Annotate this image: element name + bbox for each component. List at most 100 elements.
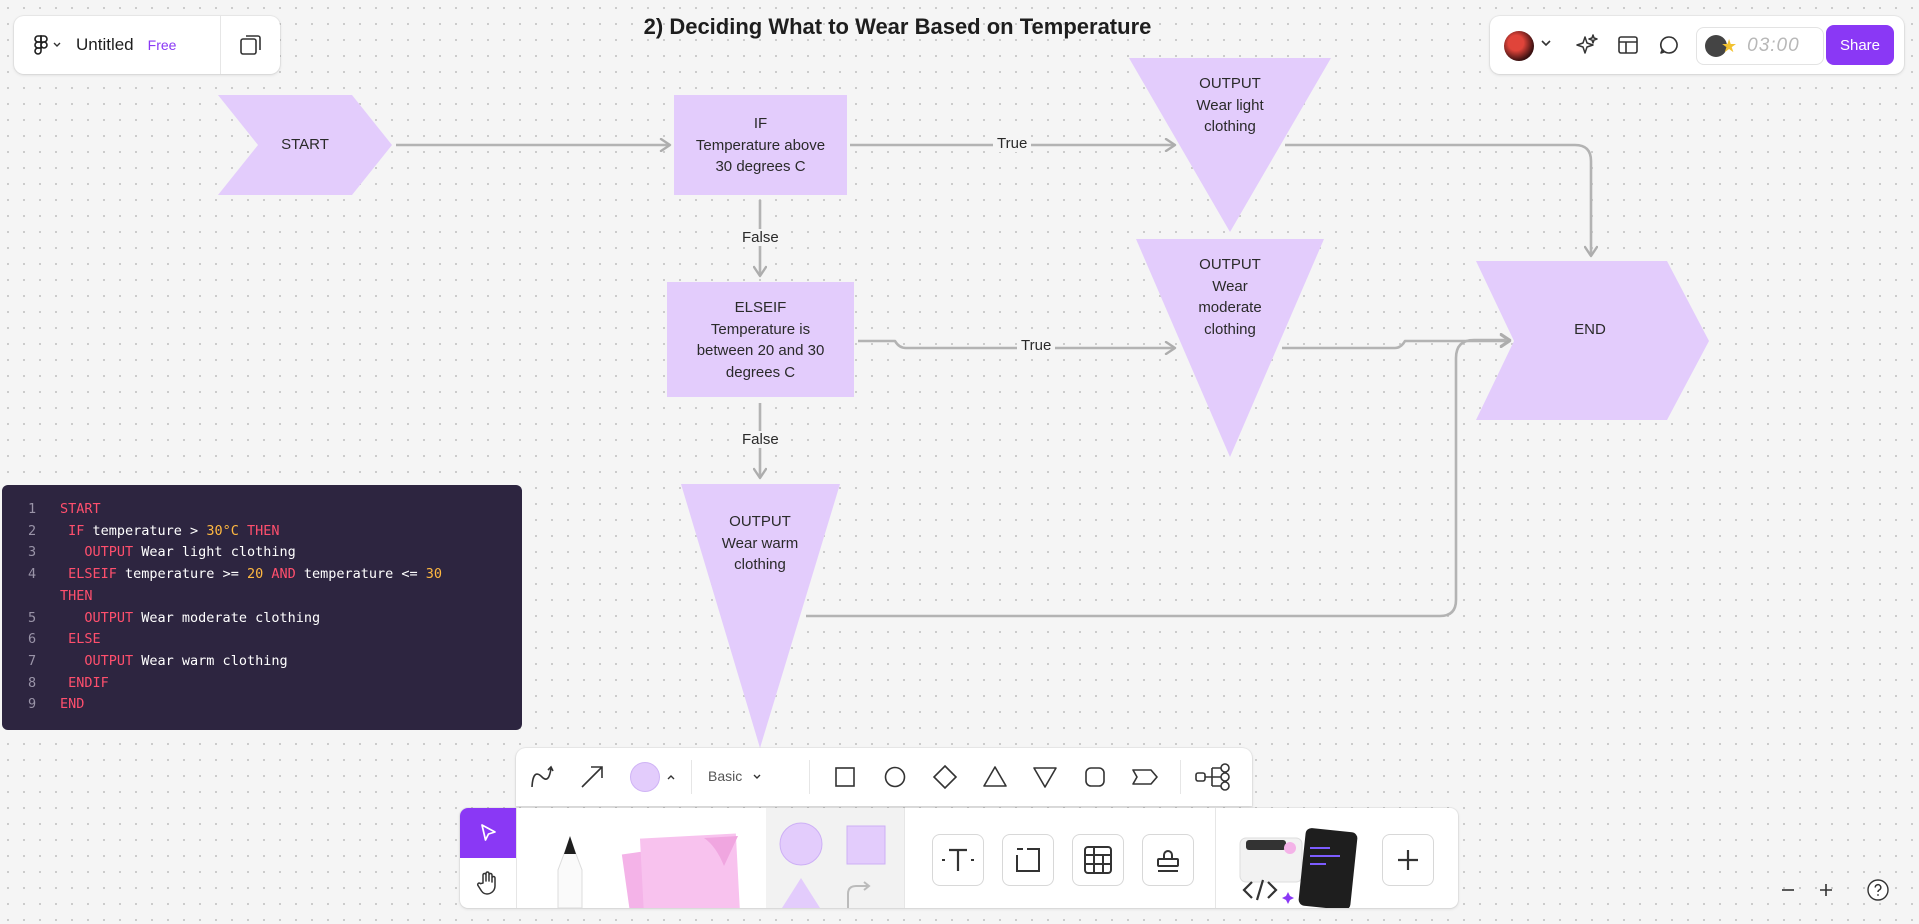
flow-diagram-icon <box>1195 763 1230 791</box>
connector-light-to-end[interactable] <box>1285 143 1591 256</box>
comments-button[interactable] <box>1656 32 1682 58</box>
comment-icon <box>1660 36 1678 54</box>
triangle-shape-button[interactable] <box>979 761 1011 793</box>
plan-badge[interactable]: Free <box>147 37 177 53</box>
chevron-down-icon[interactable] <box>1540 38 1552 48</box>
shape-style-dropdown[interactable]: Basic <box>708 768 762 784</box>
stamp-icon <box>1157 850 1179 872</box>
curved-connector-button[interactable] <box>526 761 558 793</box>
zoom-in-button[interactable] <box>1810 874 1842 906</box>
output-moderate-node-shape[interactable] <box>1136 239 1324 457</box>
divider <box>220 16 221 74</box>
start-node-label: START <box>281 136 329 153</box>
auto-diagram-button[interactable] <box>1192 761 1236 793</box>
code-text: ENDIF <box>60 673 109 695</box>
pages-button[interactable] <box>238 32 264 63</box>
cursor-icon <box>481 824 496 841</box>
end-node-shape[interactable] <box>1476 261 1709 420</box>
triangle-icon <box>983 766 1007 787</box>
connector-elseif-to-moderate[interactable] <box>858 339 1175 348</box>
layout-icon <box>1618 36 1638 54</box>
divider <box>516 808 517 908</box>
widgets-plugins-button[interactable] <box>1230 826 1360 908</box>
code-text: START <box>60 499 101 521</box>
elseif-node-shape[interactable] <box>667 282 854 397</box>
if-node-label: IF Temperature above 30 degrees C <box>695 115 826 175</box>
table-tool-button[interactable] <box>1072 834 1124 886</box>
hand-tool-button[interactable] <box>460 858 516 908</box>
share-button[interactable]: Share <box>1826 25 1894 65</box>
code-token: IF <box>60 522 85 539</box>
rounded-rectangle-shape-button[interactable] <box>1079 761 1111 793</box>
main-menu-button[interactable] <box>34 35 62 55</box>
shapes-tool-button[interactable] <box>776 822 896 908</box>
zoom-out-button[interactable] <box>1772 874 1804 906</box>
divider <box>904 808 905 908</box>
code-text: OUTPUT Wear light clothing <box>60 542 296 564</box>
select-tool-button[interactable] <box>460 808 516 858</box>
connector-warm-to-end[interactable] <box>806 340 1510 618</box>
output-moderate-node-label: OUTPUT Wear moderate clothing <box>1198 256 1262 338</box>
color-swatch <box>630 762 660 792</box>
ellipse-shape-button[interactable] <box>879 761 911 793</box>
code-token: OUTPUT <box>60 609 134 626</box>
divider <box>1180 760 1181 794</box>
timer-widget[interactable]: ★ 03:00 <box>1696 27 1824 65</box>
start-node-shape[interactable] <box>218 95 392 195</box>
stamp-tool-button[interactable] <box>1142 834 1194 886</box>
code-token: ELSEIF <box>60 566 117 583</box>
divider <box>809 760 810 794</box>
help-button[interactable] <box>1862 874 1894 906</box>
rectangle-shape-button[interactable] <box>829 761 861 793</box>
code-text: ELSEIF temperature >= 20 AND temperature… <box>60 564 442 586</box>
line-number: 2 <box>28 522 37 539</box>
sticky-note-tool-button[interactable] <box>620 826 760 908</box>
diamond-icon <box>932 764 958 790</box>
plus-icon <box>1820 884 1832 896</box>
ai-sparkle-button[interactable] <box>1574 32 1600 58</box>
code-token: Wear moderate clothing <box>133 609 321 626</box>
if-node-shape[interactable] <box>674 95 847 195</box>
output-warm-node-shape[interactable] <box>681 484 840 748</box>
board-title[interactable]: 2) Deciding What to Wear Based on Temper… <box>643 14 1152 39</box>
curved-connector-icon <box>531 765 554 788</box>
more-tools-button[interactable] <box>1382 834 1434 886</box>
straight-arrow-button[interactable] <box>576 761 608 793</box>
output-light-node-label: OUTPUT Wear light clothing <box>1196 75 1264 135</box>
code-token: temperature >= <box>116 566 247 583</box>
code-token: END <box>60 696 85 713</box>
code-token: 30 <box>425 566 443 583</box>
user-avatar[interactable] <box>1504 31 1534 61</box>
code-token: Wear light clothing <box>133 544 296 561</box>
code-text: IF temperature > 30°C THEN <box>60 521 279 543</box>
inverted-triangle-shape-button[interactable] <box>1029 761 1061 793</box>
output-light-node-shape[interactable] <box>1129 58 1331 232</box>
connector-moderate-to-end[interactable] <box>1282 341 1510 350</box>
section-tool-button[interactable] <box>1002 834 1054 886</box>
code-token: ENDIF <box>60 674 109 691</box>
code-token: START <box>60 501 101 517</box>
code-token: THEN <box>238 522 280 539</box>
file-name[interactable]: Untitled <box>76 35 134 54</box>
zoom-controls <box>1768 868 1912 912</box>
plus-icon <box>1398 850 1418 870</box>
marker-tool-button[interactable] <box>540 822 600 908</box>
table-icon <box>1084 846 1112 874</box>
line-number: 3 <box>28 544 37 561</box>
code-token: temperature <= <box>295 566 426 583</box>
text-tool-button[interactable] <box>932 834 984 886</box>
templates-button[interactable] <box>1615 32 1641 58</box>
line-number: 4 <box>28 566 37 583</box>
line-number: 6 <box>28 631 37 648</box>
rounded-square-icon <box>1085 767 1105 787</box>
chevron-down-icon <box>53 42 61 47</box>
code-text: THEN <box>60 586 93 608</box>
code-token: Wear warm clothing <box>133 652 288 669</box>
diamond-shape-button[interactable] <box>929 761 961 793</box>
pages-icon <box>240 35 261 55</box>
chevron-shape-button[interactable] <box>1129 761 1161 793</box>
edge-label-true-if: True <box>993 135 1032 152</box>
fill-color-button[interactable] <box>630 761 676 793</box>
